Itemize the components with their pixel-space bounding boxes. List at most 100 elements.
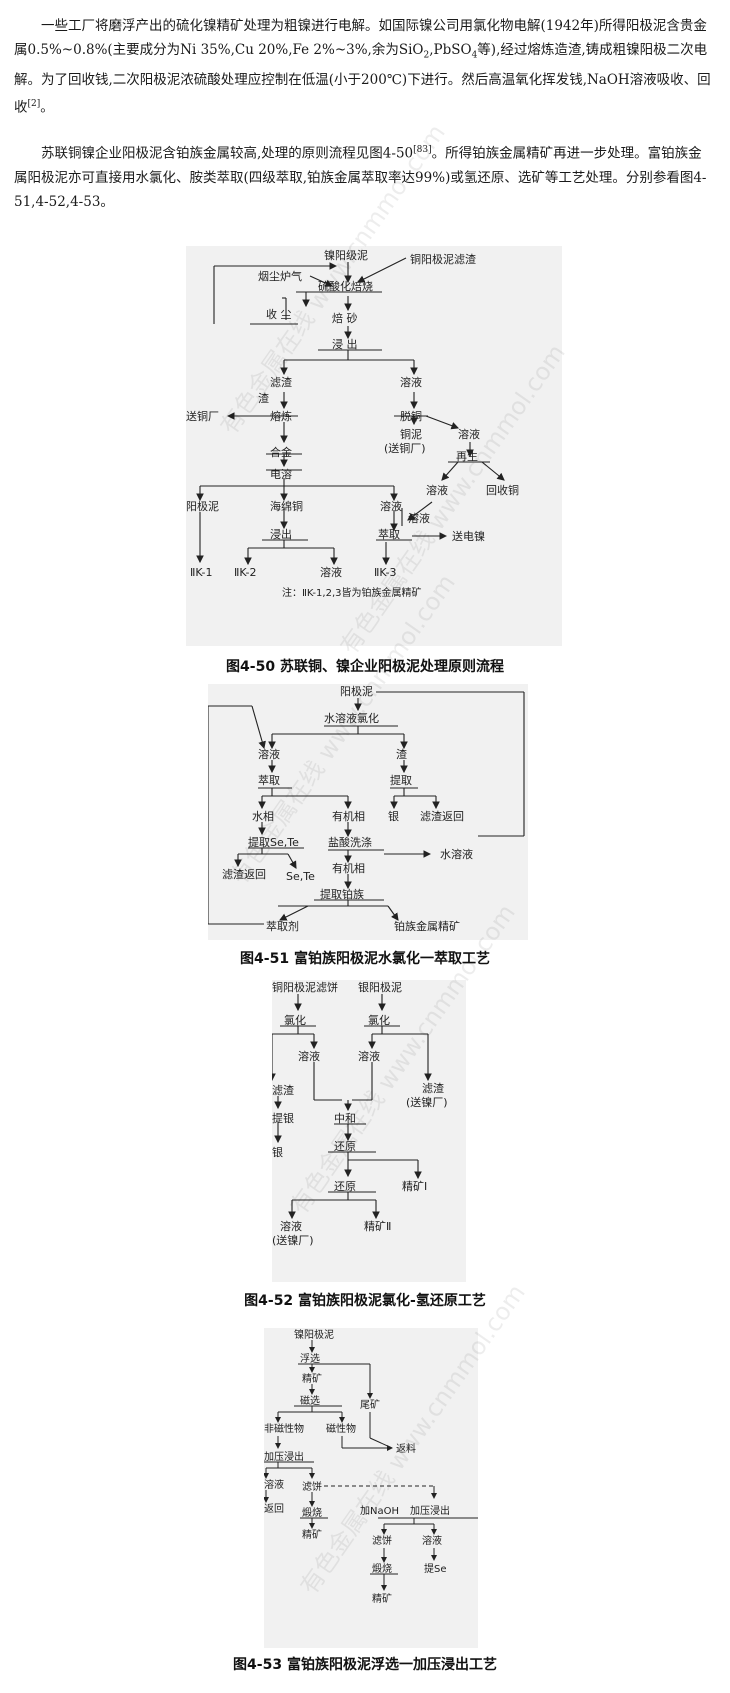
caption-fig-4-51: 图4-51 富铂族阳极泥水氯化一萃取工艺	[240, 951, 490, 967]
node-non-magnetic: 非磁性物	[264, 1422, 304, 1435]
node-reduction-1: 还原	[334, 1140, 356, 1153]
flowchart-4-51: 阳极泥 水溶液氯化 溶液 渣 萃取 提取 水相 有机相 银 滤渣返回 提取Se,…	[208, 684, 525, 933]
node-add-naoh: 加NaOH	[360, 1505, 399, 1517]
node-solution-2: 溶液	[458, 427, 480, 441]
node-extract: 提取	[390, 774, 412, 787]
node-anode-slime: 阳极泥	[186, 499, 219, 513]
node-solution-2: 溶液	[422, 1534, 442, 1547]
caption-fig-4-52: 图4-52 富铂族阳极泥氯化-氢还原工艺	[244, 1293, 486, 1309]
node-nickel-anode-slime: 镍阳极泥	[294, 1328, 334, 1341]
node-smoke-gas: 烟尘炉气	[258, 269, 302, 283]
caption-fig-4-50: 图4-50 苏联铜、镍企业阳极泥处理原则流程	[226, 659, 504, 675]
node-residue-return: 滤渣返回	[420, 809, 464, 823]
node-silver: 银	[388, 809, 399, 823]
caption-fig-4-53: 图4-53 富铂族阳极泥浮选一加压浸出工艺	[233, 1657, 497, 1673]
node-slag: 渣	[396, 747, 407, 761]
node-dust-collect: 收 尘	[266, 307, 292, 321]
node-solution-3: 溶液	[426, 483, 448, 497]
node-solution-5: 溶液	[408, 511, 430, 525]
node-regenerate: 再生	[456, 449, 478, 463]
node-reduction-2: 还原	[334, 1180, 356, 1193]
node-residue-return-2: 滤渣返回	[222, 867, 266, 881]
figure-4-52: 铜阳极泥滤饼 银阳极泥 氯化 氯化 溶液 溶液 滤渣 滤渣 (送镍厂) 提银 中…	[272, 980, 466, 1282]
node-anode-slime: 阳极泥	[340, 684, 373, 698]
node-solution-4: 溶液	[380, 499, 402, 513]
node-leach-2: 浸出	[270, 527, 292, 541]
node-roast: 煅烧	[302, 1506, 322, 1519]
node-chlorination-2: 氯化	[368, 1013, 390, 1027]
node-extraction: 萃取	[258, 774, 280, 787]
node-hcl-wash: 盐酸洗涤	[328, 835, 372, 849]
node-sponge-copper: 海绵铜	[270, 499, 303, 513]
node-neutralize: 中和	[334, 1112, 356, 1125]
node-smelt: 熔炼	[270, 409, 292, 423]
node-concentrate-2: 精矿	[302, 1528, 322, 1541]
node-solution-1: 溶液	[298, 1049, 320, 1063]
node-organic-phase: 有机相	[332, 809, 365, 823]
node-residue-1: 滤渣	[272, 1083, 294, 1097]
node-extract-pgm: 提取铂族	[320, 887, 364, 901]
node-magnetic-separation: 磁选	[300, 1394, 320, 1407]
node-concentrate-2: 精矿Ⅱ	[364, 1220, 391, 1233]
node-electro-dissolve: 电溶	[270, 467, 292, 481]
node-solution-3-note: (送镍厂)	[272, 1233, 314, 1247]
node-to-electro-nickel: 送电镍	[452, 529, 485, 543]
node-copper-mud-note: (送铜厂)	[384, 441, 426, 455]
node-extract-silver: 提银	[272, 1111, 294, 1125]
node-se-te: Se,Te	[286, 870, 315, 883]
node-nickel-anode-slime: 镍阳级泥	[324, 248, 368, 262]
node-to-copper-plant: 送铜厂	[186, 409, 219, 423]
node-return: 返回	[264, 1503, 284, 1515]
node-pgm-concentrate: 铂族金属精矿	[394, 919, 460, 933]
node-solution-3: 溶液	[280, 1219, 302, 1233]
figure-4-53: 镍阳极泥 浮选 精矿 尾矿 磁选 非磁性物 磁性物 加压浸出 返料 溶液 滤饼 …	[264, 1328, 478, 1648]
node-return-material: 返料	[396, 1442, 416, 1455]
paragraph-2: 苏联铜镍企业阳极泥含铂族金属较高,处理的原则流程见图4-50[83]。所得铂族金…	[14, 145, 707, 210]
node-residue-2-note: (送镍厂)	[406, 1095, 448, 1109]
node-extract-se: 提Se	[424, 1563, 447, 1575]
node-solution: 溶液	[264, 1478, 284, 1491]
node-silver-anode-slime: 银阳极泥	[358, 980, 402, 994]
flowchart-4-53: 镍阳极泥 浮选 精矿 尾矿 磁选 非磁性物 磁性物 加压浸出 返料 溶液 滤饼 …	[264, 1328, 478, 1605]
flowchart-4-50: 镍阳级泥 铜阳极泥滤渣 烟尘炉气 硫酸化焙烧 收 尘 焙 砂 浸 出 滤渣 渣 …	[186, 248, 519, 599]
flowchart-4-52: 铜阳极泥滤饼 银阳极泥 氯化 氯化 溶液 溶液 滤渣 滤渣 (送镍厂) 提银 中…	[272, 980, 448, 1247]
node-aqueous-phase: 水相	[252, 810, 274, 823]
node-concentrate-3: 精矿	[372, 1592, 392, 1605]
node-cu-anode-filter-residue: 铜阳极泥滤渣	[410, 252, 476, 266]
node-k3: ⅡK-3	[374, 566, 396, 579]
node-silver: 银	[272, 1145, 283, 1159]
node-k2: ⅡK-2	[234, 566, 256, 579]
node-filter-cake-2: 滤饼	[372, 1534, 392, 1547]
node-extractant: 萃取剂	[266, 919, 299, 933]
node-aqueous-solution: 水溶液	[440, 847, 473, 861]
node-solution-6: 溶液	[320, 565, 342, 579]
node-roast-2: 煅烧	[372, 1562, 392, 1575]
paragraph-1: 一些工厂将磨浮产出的硫化镍精矿处理为粗镍进行电解。如国际镍公司用氯化物电解(19…	[14, 18, 711, 116]
node-extract-se-te: 提取Se,Te	[248, 836, 299, 849]
figure-note: 注：ⅡK-1,2,3皆为铂族金属精矿	[282, 586, 421, 599]
node-solution: 溶液	[258, 747, 280, 761]
node-concentrate-1: 精矿Ⅰ	[402, 1180, 427, 1193]
node-filter-cake: 滤饼	[302, 1480, 322, 1493]
node-aqueous-chlorination: 水溶液氯化	[324, 711, 379, 725]
node-slag: 渣	[258, 391, 269, 405]
node-extraction: 萃取	[378, 528, 400, 541]
figure-4-51: 阳极泥 水溶液氯化 溶液 渣 萃取 提取 水相 有机相 银 滤渣返回 提取Se,…	[208, 684, 528, 940]
node-decopper: 脱铜	[400, 409, 422, 423]
node-chlorination-1: 氯化	[284, 1013, 306, 1027]
node-tailings: 尾矿	[360, 1398, 380, 1411]
node-cu-anode-filter-cake: 铜阳极泥滤饼	[272, 980, 338, 994]
figure-4-50: 镍阳级泥 铜阳极泥滤渣 烟尘炉气 硫酸化焙烧 收 尘 焙 砂 浸 出 滤渣 渣 …	[186, 246, 562, 646]
node-recover-copper: 回收铜	[486, 483, 519, 497]
node-calcine: 焙 砂	[332, 311, 358, 325]
node-solution-2: 溶液	[358, 1049, 380, 1063]
node-residue-2: 滤渣	[422, 1081, 444, 1095]
node-leach: 浸 出	[332, 337, 358, 351]
node-pressure-leach: 加压浸出	[264, 1450, 304, 1463]
node-organic-phase-2: 有机相	[332, 861, 365, 875]
node-k1: ⅡK-1	[190, 566, 212, 579]
node-alloy: 合金	[270, 445, 292, 459]
node-magnetic: 磁性物	[326, 1422, 356, 1435]
node-flotation: 浮选	[300, 1352, 320, 1365]
node-solution: 溶液	[400, 375, 422, 389]
